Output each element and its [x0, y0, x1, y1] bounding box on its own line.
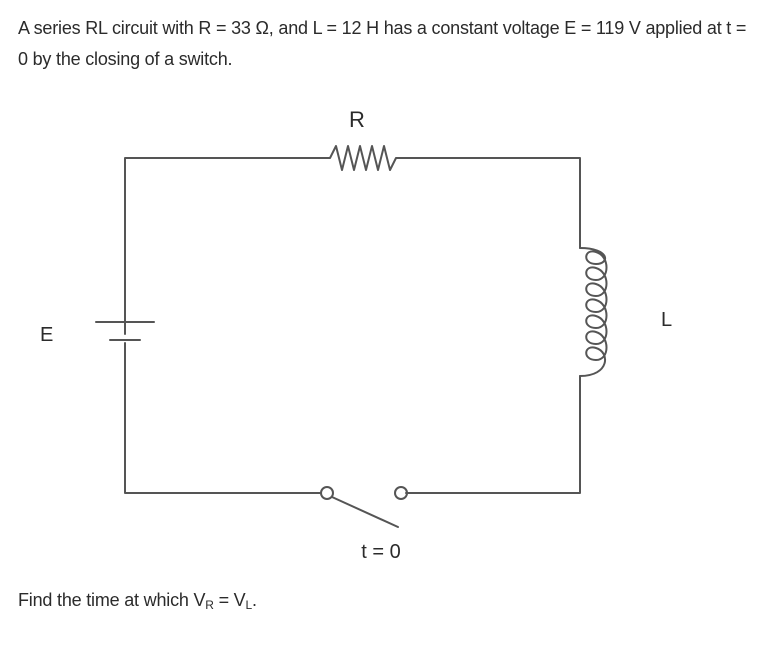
question-prefix: Find the time at which V — [18, 590, 206, 610]
question-suffix: . — [251, 590, 257, 610]
wire-top-right — [403, 157, 581, 249]
source-label: E — [40, 324, 53, 346]
switch-label: t = 0 — [361, 541, 400, 563]
switch-terminal-right — [394, 486, 408, 500]
inductor-symbol — [579, 247, 608, 377]
question-text: Find the time at which VR = VL. — [18, 586, 257, 619]
wire-right — [405, 375, 581, 494]
question-subscript-l: L — [245, 598, 253, 612]
wire-top-left — [124, 157, 321, 335]
question-subscript-r: R — [205, 598, 214, 612]
resistor-label: R — [349, 107, 365, 132]
switch-lever — [331, 496, 399, 528]
resistor-symbol — [319, 145, 405, 171]
wire-bottom-left — [124, 342, 322, 494]
problem-statement: A series RL circuit with R = 33 Ω, and L… — [18, 18, 747, 69]
question-middle: = V — [213, 590, 246, 610]
inductor-label: L — [661, 309, 672, 331]
